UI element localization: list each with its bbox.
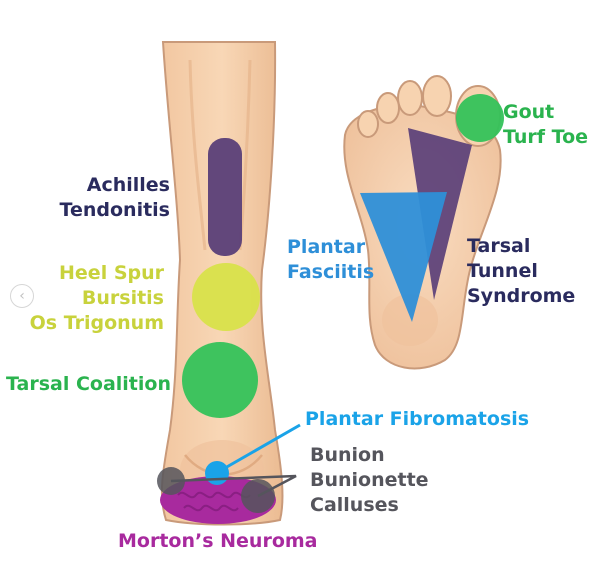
label-tarsal-coalition: Tarsal Coalition (6, 373, 171, 395)
label-tarsal-tunnel: Tarsal Tunnel Syndrome (467, 235, 576, 307)
fibromatosis-connector (224, 423, 301, 470)
label-mortons-neuroma: Morton’s Neuroma (118, 530, 318, 552)
label-bunion: Bunion Bunionette Calluses (310, 444, 429, 516)
tarsal-coalition-marker (182, 342, 258, 418)
bunion-connector (170, 474, 297, 498)
plantar-fasciitis-marker (360, 192, 447, 322)
achilles-marker (208, 138, 242, 256)
gout-marker (456, 94, 504, 142)
toe-4 (376, 92, 400, 124)
chevron-left-icon: ‹ (19, 288, 25, 304)
plantar-fibromatosis-marker (205, 461, 229, 485)
heel-spur-marker (192, 263, 260, 331)
label-achilles: Achilles Tendonitis (59, 174, 170, 221)
label-gout: Gout Turf Toe (503, 101, 589, 148)
toe-5 (357, 110, 379, 138)
label-heel: Heel Spur Bursitis Os Trigonum (29, 262, 164, 334)
toe-3 (397, 80, 423, 116)
toe-2 (422, 75, 452, 117)
label-plantar-fibromatosis: Plantar Fibromatosis (305, 408, 530, 430)
carousel-prev-button[interactable]: ‹ (10, 284, 34, 308)
label-plantar-fasciitis: Plantar Fasciitis (287, 236, 375, 283)
